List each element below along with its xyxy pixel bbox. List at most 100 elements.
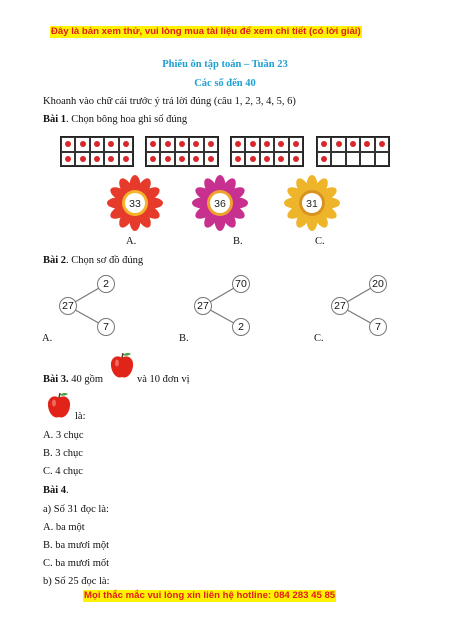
ten-frame-cell [374, 151, 389, 166]
bai1-option-c[interactable]: C. [315, 236, 325, 247]
flower-center [302, 193, 322, 213]
ten-frame-cell [259, 137, 275, 152]
bai4-dot: . [66, 485, 69, 496]
ten-frame-cell [317, 151, 332, 166]
bai3-option-a[interactable]: A. 3 chục [43, 430, 84, 441]
ten-frame-cell [189, 137, 204, 152]
bai2-text: . Chọn sơ đồ đúng [66, 255, 144, 266]
ten-frame-cell [61, 151, 76, 166]
counter-dot [108, 155, 115, 162]
counter-dot [93, 155, 100, 162]
ten-frame-cell [104, 151, 119, 166]
ten-frame-cell [374, 137, 389, 152]
ten-frame-cell [203, 151, 218, 166]
flower-33[interactable]: 33 [107, 175, 163, 231]
bond-part-bottom: 7 [369, 318, 387, 336]
bai4-option-c[interactable]: C. ba mươi mốt [43, 558, 110, 569]
counter-dot [122, 141, 129, 148]
ten-frame-cell [89, 151, 105, 166]
bai1-label: Bài 1 [43, 114, 67, 125]
bai4-question-b: b) Số 25 đọc là: [43, 576, 110, 587]
counter-dot [164, 155, 171, 162]
ten-frame-cell [75, 137, 90, 152]
bai4-heading: Bài 4. [43, 485, 69, 496]
bond-whole: 27 [331, 297, 349, 315]
counter-dot [178, 155, 185, 162]
bai3-option-b[interactable]: B. 3 chục [43, 448, 83, 459]
bai4-question-a: a) Số 31 đọc là: [43, 504, 109, 515]
ten-frame [145, 136, 219, 167]
bond-part-top: 70 [232, 275, 250, 293]
preview-banner: Đây là bản xem thử, vui lòng mua tài liệ… [50, 26, 362, 38]
ten-frame-cell [146, 137, 161, 152]
flower-31[interactable]: 31 [284, 175, 340, 231]
ten-frame-cell [345, 137, 361, 152]
ten-frame-cell [203, 137, 218, 152]
counter-dot [235, 155, 242, 162]
counter-dot [321, 155, 328, 162]
counter-dot [164, 141, 171, 148]
bai3-option-c[interactable]: C. 4 chục [43, 466, 83, 477]
ten-frame-cell [317, 137, 332, 152]
hotline-banner: Mọi thắc mắc vui lòng xin liên hệ hotlin… [83, 590, 337, 602]
bond-whole: 27 [59, 297, 77, 315]
counter-dot [207, 155, 214, 162]
instruction-text: Khoanh vào chữ cái trước ý trả lời đúng … [43, 96, 296, 107]
counter-dot [335, 141, 342, 148]
flower-center [125, 193, 145, 213]
bai1-heading: Bài 1. Chọn bông hoa ghi số đúng [43, 114, 187, 125]
ten-frame-cell [360, 151, 375, 166]
ten-frame-cell [160, 137, 175, 152]
ten-frame-cell [174, 137, 190, 152]
ten-frame [316, 136, 390, 167]
ten-frame-cell [259, 151, 275, 166]
flower-number: 36 [214, 198, 226, 210]
ten-frame-cell [331, 137, 346, 152]
counter-dot [235, 141, 242, 148]
ten-frame-cell [231, 151, 246, 166]
ten-frame-cell [360, 137, 375, 152]
bai2-option[interactable]: B. [179, 333, 189, 344]
counter-dot [378, 141, 385, 148]
counter-dot [263, 155, 270, 162]
ten-frame-cell [245, 137, 260, 152]
counter-dot [178, 141, 185, 148]
bai2-option[interactable]: C. [314, 333, 324, 344]
ten-frame [60, 136, 134, 167]
counter-dot [263, 141, 270, 148]
counter-dot [249, 141, 256, 148]
counter-dot [193, 141, 200, 148]
counter-dot [122, 155, 129, 162]
bai4-option-a[interactable]: A. ba một [43, 522, 85, 533]
ten-frame-cell [189, 151, 204, 166]
bai1-option-b[interactable]: B. [233, 236, 243, 247]
ten-frame-cell [231, 137, 246, 152]
ten-frame-cell [160, 151, 175, 166]
ten-frame-cell [245, 151, 260, 166]
counter-dot [278, 155, 285, 162]
bai2-option[interactable]: A. [42, 333, 53, 344]
counter-dot [108, 141, 115, 148]
bai4-option-b[interactable]: B. ba mươi một [43, 540, 110, 551]
flower-36[interactable]: 36 [192, 175, 248, 231]
bond-part-bottom: 2 [232, 318, 250, 336]
ten-frame-cell [288, 137, 303, 152]
bai3-label: Bài 3. [43, 374, 69, 385]
counter-dot [79, 141, 86, 148]
bond-part-bottom: 7 [97, 318, 115, 336]
bai2-label: Bài 2 [43, 255, 67, 266]
counter-dot [321, 141, 328, 148]
counter-dot [150, 155, 157, 162]
counter-dot [349, 141, 356, 148]
page-subtitle: Các số đến 40 [194, 78, 256, 89]
ten-frame-cell [274, 151, 289, 166]
ten-frame-cell [89, 137, 105, 152]
bai3-line: Bài 3. 40 gồm [43, 374, 103, 385]
ten-frame-cell [146, 151, 161, 166]
bond-part-top: 2 [97, 275, 115, 293]
bai1-option-a[interactable]: A. [126, 236, 137, 247]
bond-part-top: 20 [369, 275, 387, 293]
flower-number: 33 [129, 198, 141, 210]
bai1-text: . Chọn bông hoa ghi số đúng [66, 114, 188, 125]
